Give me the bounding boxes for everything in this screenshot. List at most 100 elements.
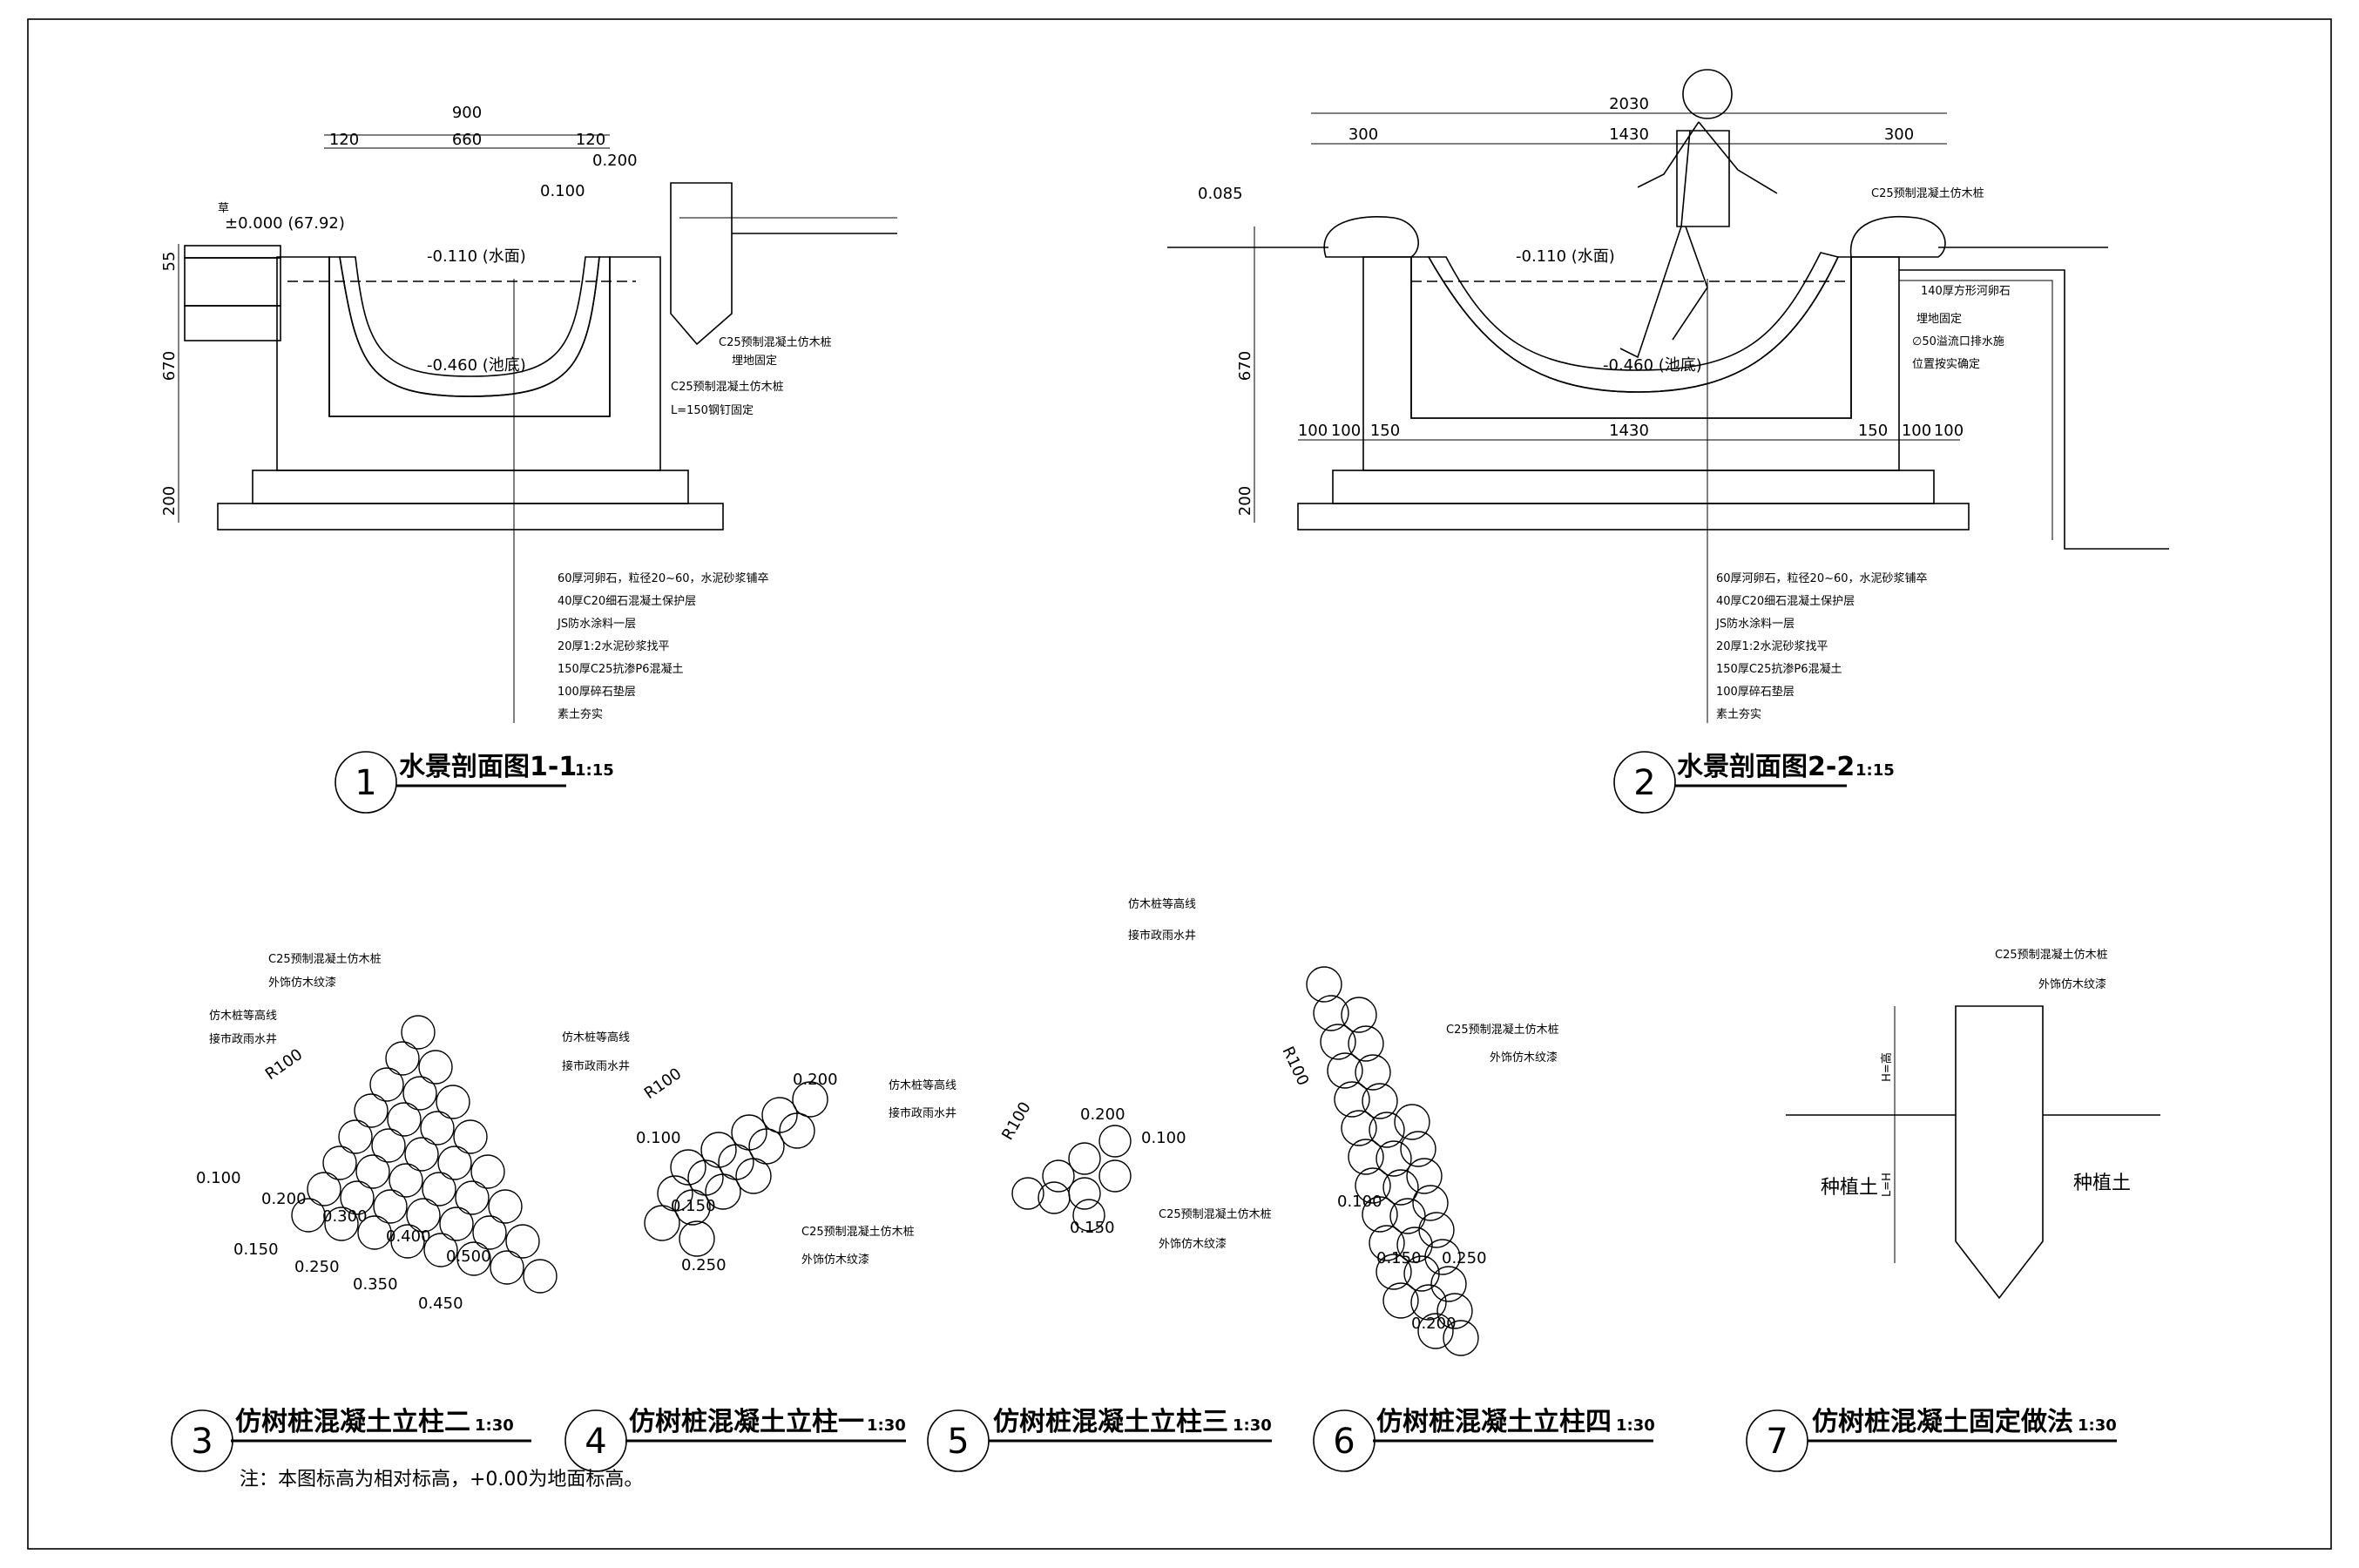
right-note: 140厚方形河卵石 [1921,284,2011,298]
pile-circle [1362,1083,1398,1119]
level-label: 0.250 [681,1256,727,1274]
pile-circle [423,1233,458,1267]
dim-total: 2030 [1609,95,1649,113]
pebble-lining [339,256,600,397]
detail-note: 外饰仿木纹漆 [1159,1237,1227,1251]
section-scale: 1:15 [575,761,614,780]
pile-circle [1355,1167,1391,1204]
level-bottom: -0.460 (池底) [427,356,526,375]
paving-base [184,257,281,307]
level-0100: 0.100 [540,182,585,200]
detail-note: C25预制混凝土仿木桩 [801,1225,915,1239]
detail-note: 接市政雨水井 [209,1032,277,1046]
section-scale: 1:15 [1855,761,1895,780]
pile-circle [1320,1024,1356,1060]
detail-number: 6 [1333,1422,1355,1462]
pile-circle [1348,1025,1384,1062]
soil-right: 种植土 [2073,1173,2131,1194]
pile-circle [355,1154,390,1189]
right-note: 埋地固定 [1916,313,1962,326]
detail-note: 仿木桩等高线 [209,1009,277,1023]
level-ground: ±0.000 (67.92) [225,214,345,233]
detail-title: 仿树桩混凝土立柱一 [629,1407,864,1437]
pile-circle [488,1189,523,1224]
pile-circle [1313,995,1349,1031]
pile-circle [401,1015,436,1050]
pile-circle [406,1198,441,1233]
section-number: 2 [1633,763,1655,803]
layer-note: JS防水涂料一层 [1715,617,1795,631]
pile-circle [1355,1054,1391,1091]
pile-cluster [291,1015,558,1294]
level-water: -0.110 (水面) [427,247,526,266]
level-bottom: -0.460 (池底) [1603,356,1702,375]
detail-note: 外饰仿木纹漆 [801,1253,869,1267]
pile-circle [1382,1169,1419,1206]
pile-cluster [1011,1125,1132,1232]
layer-note: 20厚1:2水泥砂浆找平 [558,640,669,653]
level-label: 0.100 [196,1169,241,1187]
pile-circle [420,1111,455,1146]
gravel-bed [1332,470,1935,504]
pile-circle [389,1163,423,1198]
pile-circle [455,1180,490,1215]
pile-circle [1430,1266,1467,1302]
detail-scale: 1:30 [1233,1416,1272,1435]
layer-note: 100厚碎石垫层 [1716,685,1795,699]
pile-circle [1396,1227,1433,1263]
radius-label: R100 [262,1045,306,1084]
pile-circle [1042,1159,1075,1193]
detail-note: 接市政雨水井 [889,1106,956,1120]
level-label: 0.150 [1376,1249,1422,1267]
level-label: 0.100 [1337,1193,1382,1211]
detail-scale: 1:30 [867,1416,906,1435]
pile-circle [1098,1159,1132,1193]
detail-scale: 1:30 [2078,1416,2117,1435]
layer-note: 150厚C25抗渗P6混凝土 [558,662,684,676]
pile-circle [1418,1212,1455,1248]
pile-circle [1406,1158,1443,1194]
height-bottom: L=H [1881,1173,1894,1197]
pile-circle [779,1112,815,1149]
pile-circle [523,1259,558,1294]
level-0200: 0.200 [592,152,638,170]
pile-circle [1011,1177,1044,1210]
detail-title: 仿树桩混凝土固定做法 [1812,1407,2073,1437]
layer-note: 素土夯实 [1716,708,1761,721]
detail-scale: 1:30 [475,1416,514,1435]
layer-notes-1: 60厚河卵石，粒径20~60，水泥砂浆铺卒 40厚C20细石混凝土保护层 JS防… [557,572,769,721]
dim-left: 300 [1348,125,1378,144]
radius-label: R100 [1278,1044,1312,1088]
layer-note: 40厚C20细石混凝土保护层 [558,594,696,608]
pile-circle [1394,1104,1430,1140]
pile-cluster [1306,966,1479,1356]
gravel-bed [252,470,689,504]
pile-circle [1417,1313,1454,1349]
pile-circle [735,1158,772,1194]
dim-right: 120 [576,131,605,149]
dim-total: 900 [452,104,482,122]
pile-circle [418,1050,453,1085]
dim-bottom: 150 [1370,422,1400,440]
pile-circle [1382,1282,1419,1319]
label-grass: 草 [218,202,229,215]
compacted-soil [217,503,724,531]
detail-note: C25预制混凝土仿木桩 [1995,948,2108,962]
pile-circle [505,1224,540,1259]
pile-circle [371,1128,406,1163]
pile-circle [1376,1140,1412,1177]
pile-circle [1369,1225,1405,1261]
level-label: 0.250 [1442,1249,1487,1267]
detail-5: 仿木桩等高线 接市政雨水井 C25预制混凝土仿木桩 外饰仿木纹漆 R100 0.… [889,1078,1272,1472]
dim-mid: 1430 [1609,125,1649,144]
pile-circle [1341,1110,1377,1146]
pile-circle [674,1189,711,1226]
dim-left-mid: 670 [1236,351,1254,381]
pile-circle [387,1102,422,1137]
pile-note2-1: C25预制混凝土仿木桩 [671,380,784,394]
level-label: 0.500 [446,1247,491,1266]
pile-circle [324,1206,359,1241]
pile-circle [1348,1139,1384,1175]
detail-4: 仿木桩等高线 接市政雨水井 C25预制混凝土仿木桩 外饰仿木纹漆 R100 0.… [562,1031,915,1472]
pile-circle [1068,1177,1101,1210]
